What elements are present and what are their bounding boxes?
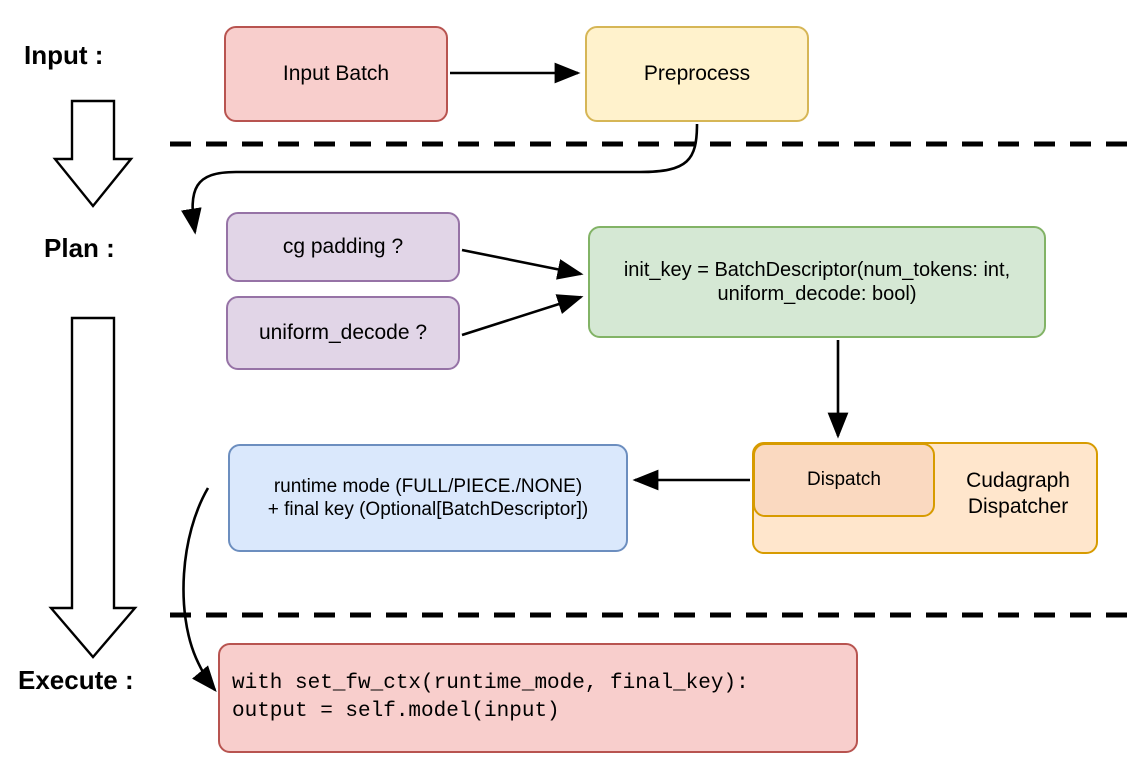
node-init-key[interactable]: init_key = BatchDescriptor(num_tokens: i… xyxy=(588,226,1046,338)
plan-to-execute-arrow xyxy=(48,316,138,659)
node-dispatch[interactable]: Dispatch xyxy=(753,443,935,517)
node-cudagraph-dispatcher-label: Cudagraph Dispatcher xyxy=(966,469,1070,518)
stage-label-input: Input : xyxy=(24,40,104,70)
node-input-batch[interactable]: Input Batch xyxy=(224,26,448,122)
node-dispatch-label: Dispatch xyxy=(807,469,881,491)
node-cg-padding[interactable]: cg padding ? xyxy=(226,212,460,282)
edge-preprocess-to-cg-padding xyxy=(181,123,699,235)
node-runtime-mode-label: runtime mode (FULL/PIECE./NONE) + final … xyxy=(267,475,589,520)
stage-label-execute: Execute : xyxy=(18,665,134,695)
node-preprocess[interactable]: Preprocess xyxy=(585,26,809,122)
node-execute-code-label: with set_fw_ctx(runtime_mode, final_key)… xyxy=(232,671,749,723)
edge-cg-padding-to-init-key xyxy=(461,248,584,280)
input-to-plan-arrow xyxy=(52,99,134,208)
node-preprocess-label: Preprocess xyxy=(643,62,751,86)
edge-runtime-mode-to-execute-code xyxy=(182,487,217,692)
node-uniform-decode[interactable]: uniform_decode ? xyxy=(226,296,460,370)
node-cg-padding-label: cg padding ? xyxy=(282,235,404,259)
node-execute-code[interactable]: with set_fw_ctx(runtime_mode, final_key)… xyxy=(218,643,858,753)
stage-label-plan: Plan : xyxy=(44,233,115,263)
edge-uniform-decode-to-init-key xyxy=(461,294,584,337)
node-uniform-decode-label: uniform_decode ? xyxy=(258,321,428,345)
node-runtime-mode[interactable]: runtime mode (FULL/PIECE./NONE) + final … xyxy=(228,444,628,552)
node-input-batch-label: Input Batch xyxy=(282,62,390,86)
node-init-key-label: init_key = BatchDescriptor(num_tokens: i… xyxy=(623,258,1011,305)
